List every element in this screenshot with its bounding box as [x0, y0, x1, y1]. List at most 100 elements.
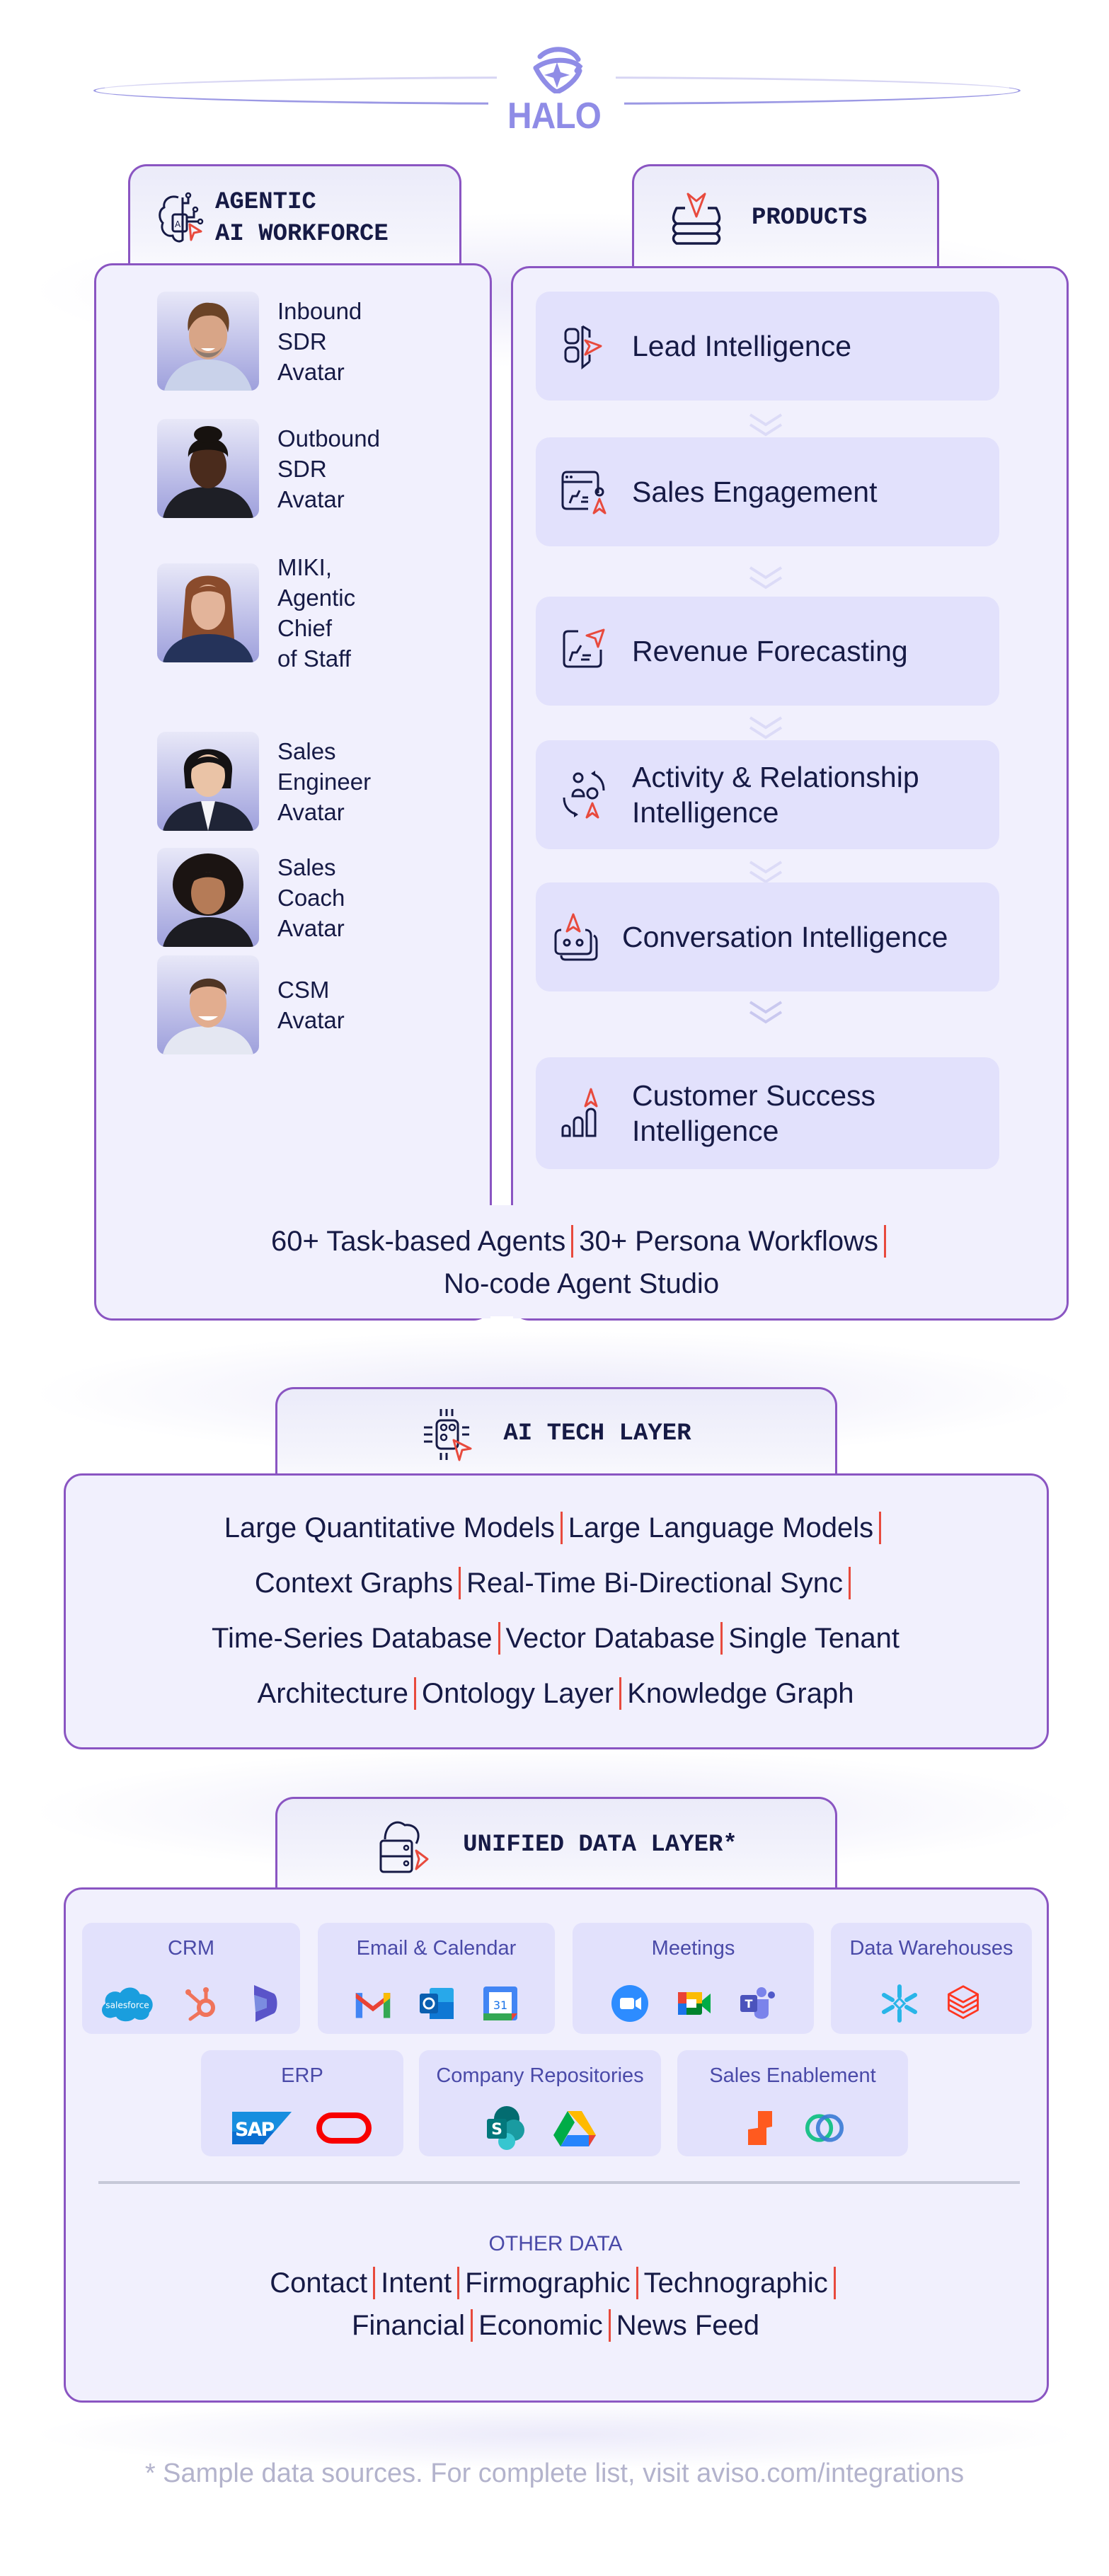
other-data-title: OTHER DATA — [488, 2232, 623, 2255]
data-category-meetings[interactable]: Meetings T — [573, 1923, 814, 2034]
product-label: Sales Engagement — [632, 476, 878, 508]
avatar-label: Inbound SDR Avatar — [277, 297, 362, 385]
microsoft-teams-logo-icon: T — [740, 1987, 775, 2019]
tech-layer-panel — [64, 1473, 1049, 1749]
footnote: * Sample data sources. For complete list… — [0, 2459, 1109, 2489]
data-category-data-warehouses[interactable]: Data Warehouses — [831, 1923, 1032, 2034]
lead-funnel-icon — [564, 325, 602, 370]
chevron-down-icon — [749, 861, 783, 884]
stacked-layers-cursor-icon — [672, 192, 721, 245]
avatar-row[interactable]: Outbound SDR Avatar — [157, 419, 380, 518]
avatar — [157, 732, 259, 831]
gmail-logo-icon — [355, 1993, 390, 2018]
category-title: Meetings — [651, 1937, 735, 1960]
separator — [884, 1225, 887, 1258]
chip-cursor-icon — [424, 1408, 472, 1461]
portrait-man-curly-hair-icon — [164, 302, 252, 391]
category-title: Company Repositories — [436, 2064, 644, 2087]
avatar — [157, 563, 259, 662]
other-data-item: Intent — [381, 2267, 452, 2299]
product-label: Revenue Forecasting — [632, 635, 908, 667]
avatar-row[interactable]: Sales Coach Avatar — [157, 848, 345, 947]
avatar — [157, 848, 259, 947]
google-calendar-logo-icon: 31 — [483, 1986, 517, 2020]
avatar-row[interactable]: MIKI, Agentic Chief of Staff — [157, 552, 355, 674]
ring-gap — [488, 96, 624, 110]
tech-item: Vector Database — [505, 1623, 716, 1654]
category-title: CRM — [167, 1937, 215, 1960]
separator — [560, 1512, 563, 1544]
data-layer-title: UNIFIED DATA LAYER* — [463, 1832, 737, 1859]
category-title: Email & Calendar — [356, 1937, 517, 1960]
product-card-customer-success[interactable]: Customer Success Intelligence — [536, 1057, 999, 1169]
other-data-item: News Feed — [616, 2310, 759, 2341]
other-data-item: Financial — [351, 2310, 466, 2341]
product-label: Conversation Intelligence — [622, 921, 948, 953]
avatar-label: CSM Avatar — [277, 977, 345, 1033]
product-card-conversation-intelligence[interactable]: Conversation Intelligence — [536, 882, 999, 991]
data-category-email-calendar[interactable]: Email & Calendar 31 — [318, 1923, 555, 2034]
avatar — [157, 419, 259, 518]
portrait-man-short-hair-icon — [163, 978, 253, 1054]
oracle-logo-icon — [316, 2112, 372, 2144]
separator — [608, 2309, 611, 2342]
other-data-item: Technographic — [643, 2267, 828, 2299]
separator — [833, 2267, 836, 2299]
tech-item: Ontology Layer — [421, 1678, 614, 1709]
other-data-item: Economic — [478, 2310, 603, 2341]
product-card-lead-intelligence[interactable]: Lead Intelligence — [536, 292, 999, 401]
tech-item: Knowledge Graph — [627, 1678, 854, 1709]
data-category-sales-enablement[interactable]: Sales Enablement — [677, 2050, 908, 2156]
shared-stats-band — [96, 1205, 1067, 1318]
other-data-item: Contact — [270, 2267, 368, 2299]
avatar-row[interactable]: Inbound SDR Avatar — [157, 292, 362, 391]
brain-ai-cursor-icon: AI — [159, 192, 204, 242]
zoom-logo-icon — [611, 1985, 648, 2022]
separator — [459, 1567, 461, 1599]
dynamics-365-logo-icon — [254, 1985, 277, 2022]
stat-agent-studio: No-code Agent Studio — [443, 1268, 720, 1299]
halo-eye-star-icon — [533, 47, 583, 93]
data-category-company-repositories[interactable]: Company Repositories S — [419, 2050, 661, 2156]
workforce-title: AGENTIC AI WORKFORCE — [215, 189, 389, 248]
tech-item: Large Language Models — [568, 1512, 874, 1543]
avatar-label: Sales Coach Avatar — [277, 853, 345, 941]
seismic-logo-icon — [805, 2114, 844, 2142]
workforce-tab: AI AGENTIC AI WORKFORCE — [128, 164, 461, 270]
portrait-woman-curly-hair-icon — [163, 853, 253, 947]
hubspot-logo-icon — [185, 1987, 215, 2021]
avatar-label: Outbound SDR Avatar — [277, 425, 380, 512]
salesforce-logo-icon: salesforce — [102, 1987, 153, 2022]
separator — [636, 2267, 638, 2299]
separator — [413, 1677, 416, 1710]
svg-text:S: S — [491, 2121, 502, 2139]
category-title: Sales Enablement — [709, 2064, 876, 2087]
product-label: Lead Intelligence — [632, 330, 852, 362]
chevron-down-icon — [749, 1001, 783, 1024]
avatar-row[interactable]: CSM Avatar — [157, 955, 345, 1054]
sharepoint-logo-icon: S — [487, 2106, 524, 2150]
product-label: Customer Success Intelligence — [632, 1079, 876, 1147]
product-card-revenue-forecasting[interactable]: Revenue Forecasting — [536, 597, 999, 706]
data-category-erp[interactable]: ERP SAP — [201, 2050, 403, 2156]
background-glow — [28, 2399, 1083, 2470]
product-card-sales-engagement[interactable]: Sales Engagement — [536, 437, 999, 546]
google-drive-logo-icon — [553, 2111, 596, 2146]
data-category-crm[interactable]: CRM salesforce — [82, 1923, 300, 2034]
products-tab: PRODUCTS — [632, 164, 939, 270]
section-divider — [98, 2181, 1020, 2184]
avatar-row[interactable]: Sales Engineer Avatar — [157, 732, 371, 831]
portrait-woman-auburn-hair-icon — [163, 575, 253, 662]
snowflake-logo-icon — [882, 1984, 917, 2023]
separator — [571, 1225, 574, 1258]
chevron-down-icon — [749, 413, 783, 437]
product-card-activity-relationship[interactable]: Activity & Relationship Intelligence — [536, 740, 999, 849]
dashboard-person-icon — [561, 471, 607, 514]
separator — [720, 1622, 723, 1655]
